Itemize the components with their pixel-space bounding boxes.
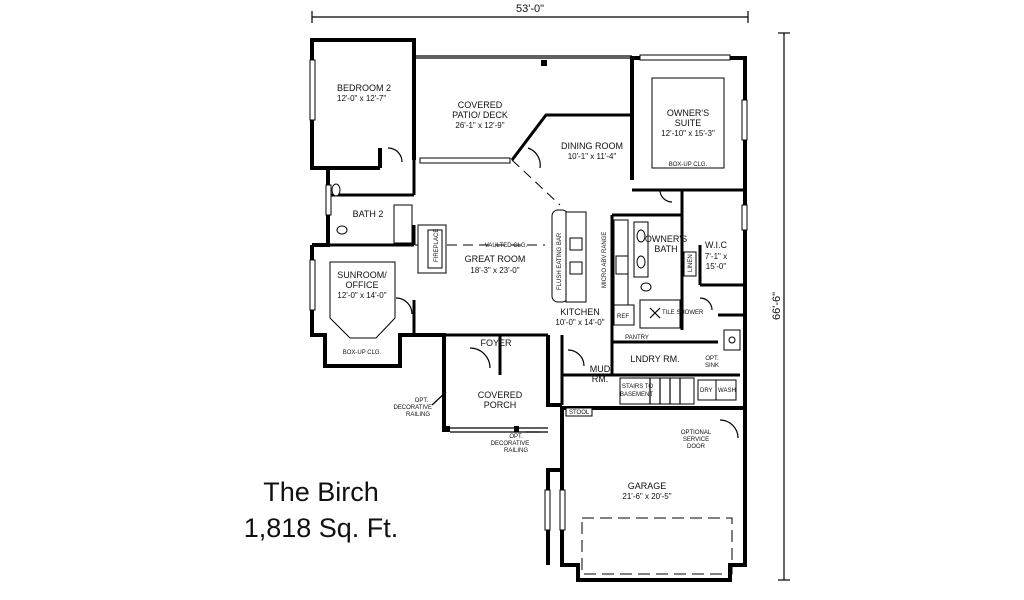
callout-notes: OPT. DECORATIVE RAILING OPT. DECORATIVE … bbox=[393, 398, 711, 454]
wic-label: W.I.C bbox=[705, 240, 727, 250]
kitchen-label: KITCHEN bbox=[560, 307, 600, 317]
svg-text:MICRO ABV RANGE: MICRO ABV RANGE bbox=[602, 232, 608, 288]
eating-bar: FLUSH EATING BAR bbox=[551, 209, 587, 303]
porch-label-1: COVERED bbox=[478, 390, 523, 400]
interior-walls bbox=[328, 113, 745, 405]
patio-post bbox=[541, 60, 547, 66]
room-labels: BEDROOM 2 12'-0" x 12'-7" COVERED PATIO/… bbox=[337, 83, 727, 501]
opt-sink-2: SINK bbox=[705, 363, 719, 369]
svg-text:WASH: WASH bbox=[718, 388, 736, 394]
depth-dimension: 66'-6" bbox=[771, 32, 790, 581]
dining-size: 10'-1" x 11'-4" bbox=[568, 152, 617, 161]
svg-text:STAIRS TO: STAIRS TO bbox=[622, 384, 653, 390]
owners-bath-label-1: OWNER'S bbox=[645, 234, 687, 244]
owners-suite-label-1: OWNER'S bbox=[667, 108, 709, 118]
svg-text:REF: REF bbox=[617, 314, 629, 320]
vaulted-note: VAULTED CLG. bbox=[485, 243, 528, 249]
foyer-label: FOYER bbox=[480, 338, 512, 348]
basement-stairs: STAIRS TO BASEMENT bbox=[619, 377, 695, 405]
owners-bath-label-2: BATH bbox=[654, 244, 677, 254]
garage-door bbox=[581, 517, 733, 575]
great-room-size: 18'-3" x 23'-0" bbox=[470, 266, 519, 275]
plan-name: The Birch bbox=[263, 477, 379, 507]
svg-text:LINEN: LINEN bbox=[688, 254, 694, 272]
patio-label-2: PATIO/ DECK bbox=[452, 110, 508, 120]
svg-text:DOOR: DOOR bbox=[687, 444, 706, 450]
garage-size: 21'-6" x 20'-5" bbox=[622, 492, 671, 501]
svg-text:SERVICE: SERVICE bbox=[683, 437, 709, 443]
garage-label: GARAGE bbox=[628, 481, 667, 491]
patio-label-1: COVERED bbox=[458, 100, 503, 110]
pantry-label: PANTRY bbox=[625, 335, 649, 341]
porch-label-2: PORCH bbox=[484, 400, 517, 410]
patio-size: 26'-1" x 12'-9" bbox=[455, 121, 504, 130]
plan-area: 1,818 Sq. Ft. bbox=[243, 513, 399, 543]
wic-size-1: 7'-1" x bbox=[705, 252, 727, 261]
laundry-fixtures: DRY WASH bbox=[697, 329, 741, 401]
fireplace: FIREPLACE bbox=[417, 224, 447, 274]
width-dimension: 53'-0" bbox=[311, 3, 749, 23]
svg-text:RAILING: RAILING bbox=[504, 448, 528, 454]
width-dimension-label: 53'-0" bbox=[516, 3, 544, 15]
doors bbox=[387, 147, 739, 439]
svg-text:DECORATIVE: DECORATIVE bbox=[393, 405, 432, 411]
kitchen-size: 10'-0" x 14'-0" bbox=[555, 318, 604, 327]
bedroom2-label: BEDROOM 2 bbox=[337, 83, 391, 93]
great-room-label: GREAT ROOM bbox=[465, 254, 526, 264]
exterior-walls bbox=[310, 38, 747, 582]
plan-title-block: The Birch 1,818 Sq. Ft. bbox=[226, 474, 416, 546]
svg-text:DRY: DRY bbox=[700, 388, 713, 394]
svg-text:FLUSH EATING BAR: FLUSH EATING BAR bbox=[557, 232, 563, 290]
mud-label-2: RM. bbox=[592, 374, 609, 384]
svg-text:OPT.: OPT. bbox=[415, 398, 429, 404]
dining-label: DINING ROOM bbox=[561, 141, 623, 151]
svg-text:OPT.: OPT. bbox=[509, 434, 523, 440]
svg-text:RAILING: RAILING bbox=[406, 412, 430, 418]
bath2-fixtures bbox=[331, 183, 413, 244]
boxup-sun-note: BOX-UP CLG. bbox=[343, 350, 382, 356]
sunroom-label-1: SUNROOM/ bbox=[337, 270, 387, 280]
svg-text:DECORATIVE: DECORATIVE bbox=[491, 441, 530, 447]
windows bbox=[309, 54, 748, 531]
wic-size-2: 15'-0" bbox=[706, 262, 727, 271]
boxup-suite-note: BOX-UP CLG. bbox=[669, 162, 708, 168]
sunroom-label-2: OFFICE bbox=[346, 280, 379, 290]
svg-text:OPTIONAL: OPTIONAL bbox=[681, 430, 712, 436]
porch-railing bbox=[431, 391, 548, 433]
sunroom-size: 12'-0" x 14'-0" bbox=[337, 291, 386, 300]
owners-suite-size: 12'-10" x 15'-3" bbox=[661, 129, 715, 138]
boxup-ceiling-sunroom bbox=[329, 261, 396, 339]
boxup-ceiling-suite bbox=[651, 77, 725, 169]
svg-text:TILE SHOWER: TILE SHOWER bbox=[662, 310, 704, 316]
kitchen-counters: MICRO ABV RANGE REF bbox=[602, 219, 635, 326]
opt-sink-1: OPT. bbox=[705, 356, 719, 362]
depth-dimension-label: 66'-6" bbox=[771, 292, 783, 320]
svg-text:FIREPLACE: FIREPLACE bbox=[434, 229, 440, 262]
owners-suite-label-2: SUITE bbox=[675, 118, 702, 128]
laundry-label: LNDRY RM. bbox=[630, 354, 679, 364]
bath2-label: BATH 2 bbox=[353, 209, 384, 219]
svg-text:STOOL: STOOL bbox=[569, 410, 590, 416]
mud-label-1: MUD bbox=[590, 364, 611, 374]
svg-text:BASEMENT: BASEMENT bbox=[620, 392, 653, 398]
bedroom2-size: 12'-0" x 12'-7" bbox=[337, 94, 386, 103]
owners-bath-fixtures: LINEN TILE SHOWER bbox=[633, 221, 704, 329]
